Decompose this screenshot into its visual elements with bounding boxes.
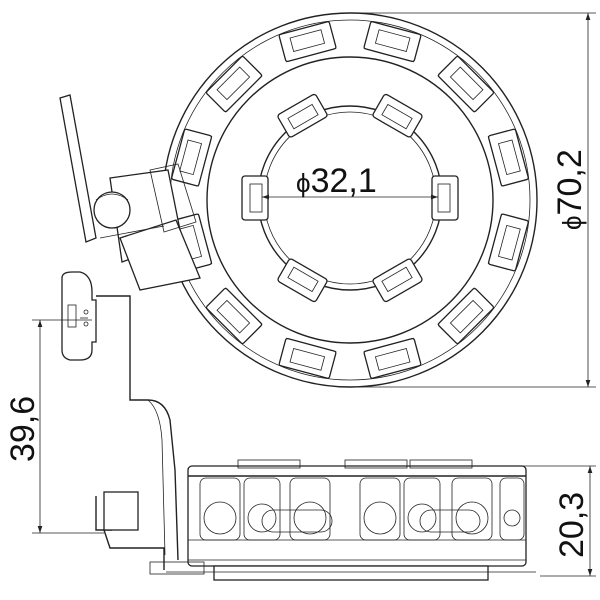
outer-clip: [278, 21, 337, 63]
hub-tab: [372, 93, 423, 138]
outer-clip: [363, 337, 422, 379]
bracket-ear: [61, 271, 97, 361]
hub-tab: [277, 258, 328, 303]
outer-diameter-label: ϕ70,2: [551, 149, 589, 230]
side-slot: [419, 509, 481, 533]
side-pocket: [499, 477, 525, 541]
outer-clips: [171, 21, 529, 379]
outer-clip: [487, 128, 529, 187]
arm-height-label: 39,6: [4, 396, 42, 462]
outer-clip: [205, 55, 263, 113]
hub-tab: [372, 258, 423, 303]
inner-diameter-label: ϕ32,1: [296, 162, 377, 200]
outer-diameter-dimension: ϕ70,2: [350, 12, 596, 388]
side-slot: [261, 509, 333, 533]
top-view-ring: [162, 12, 538, 388]
lever-arm: [59, 94, 201, 291]
side-pocket: [289, 477, 331, 541]
outer-clip: [205, 287, 263, 345]
outer-clip: [278, 337, 337, 379]
side-body: [149, 459, 536, 581]
body-height-dimension: 20,3: [500, 465, 596, 577]
side-pocket: [199, 477, 241, 541]
side-pocket: [403, 477, 441, 541]
outer-clip: [171, 128, 213, 187]
body-height-label: 20,3: [553, 492, 591, 558]
hub-tabs: [241, 93, 459, 303]
outer-clip: [437, 287, 495, 345]
side-pocket: [451, 477, 493, 541]
hub-tab: [431, 175, 459, 221]
outer-clip: [363, 21, 422, 63]
vertical-arm: [95, 295, 179, 570]
outer-clip: [487, 213, 529, 272]
arm-height-dimension: 39,6: [4, 319, 104, 534]
hub-tab: [241, 175, 269, 221]
side-pocket: [359, 477, 401, 541]
hub-tab: [277, 93, 328, 138]
side-pocket: [243, 477, 281, 541]
side-pockets: [199, 477, 525, 541]
inner-diameter-dimension: ϕ32,1: [262, 162, 438, 200]
outer-clip: [437, 55, 495, 113]
